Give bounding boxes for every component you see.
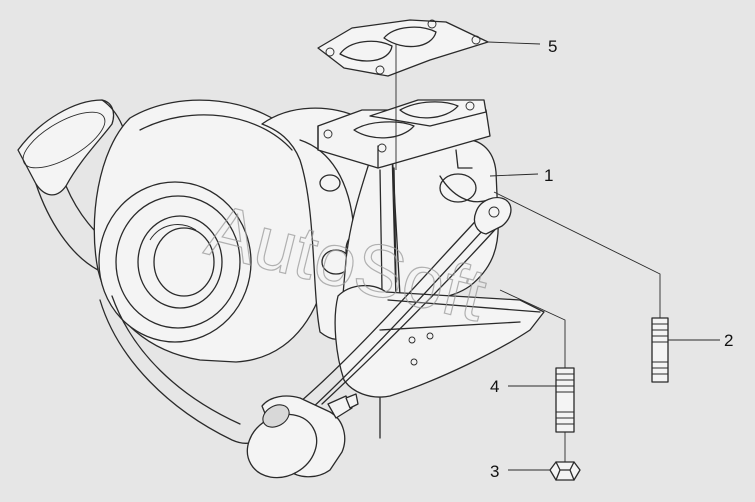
callout-label-2: 2 xyxy=(724,331,733,350)
callout-label-4: 4 xyxy=(490,377,499,396)
callout-label-3: 3 xyxy=(490,462,499,481)
leader-lines xyxy=(395,41,720,471)
callouts: 5 1 2 4 3 xyxy=(490,37,733,481)
turbocharger xyxy=(17,99,545,479)
callout-label-5: 5 xyxy=(548,37,557,56)
callout-label-1: 1 xyxy=(544,166,553,185)
stud-4 xyxy=(555,367,575,433)
gasket xyxy=(317,19,489,77)
stud-2 xyxy=(651,317,669,383)
nut-3 xyxy=(549,461,581,481)
